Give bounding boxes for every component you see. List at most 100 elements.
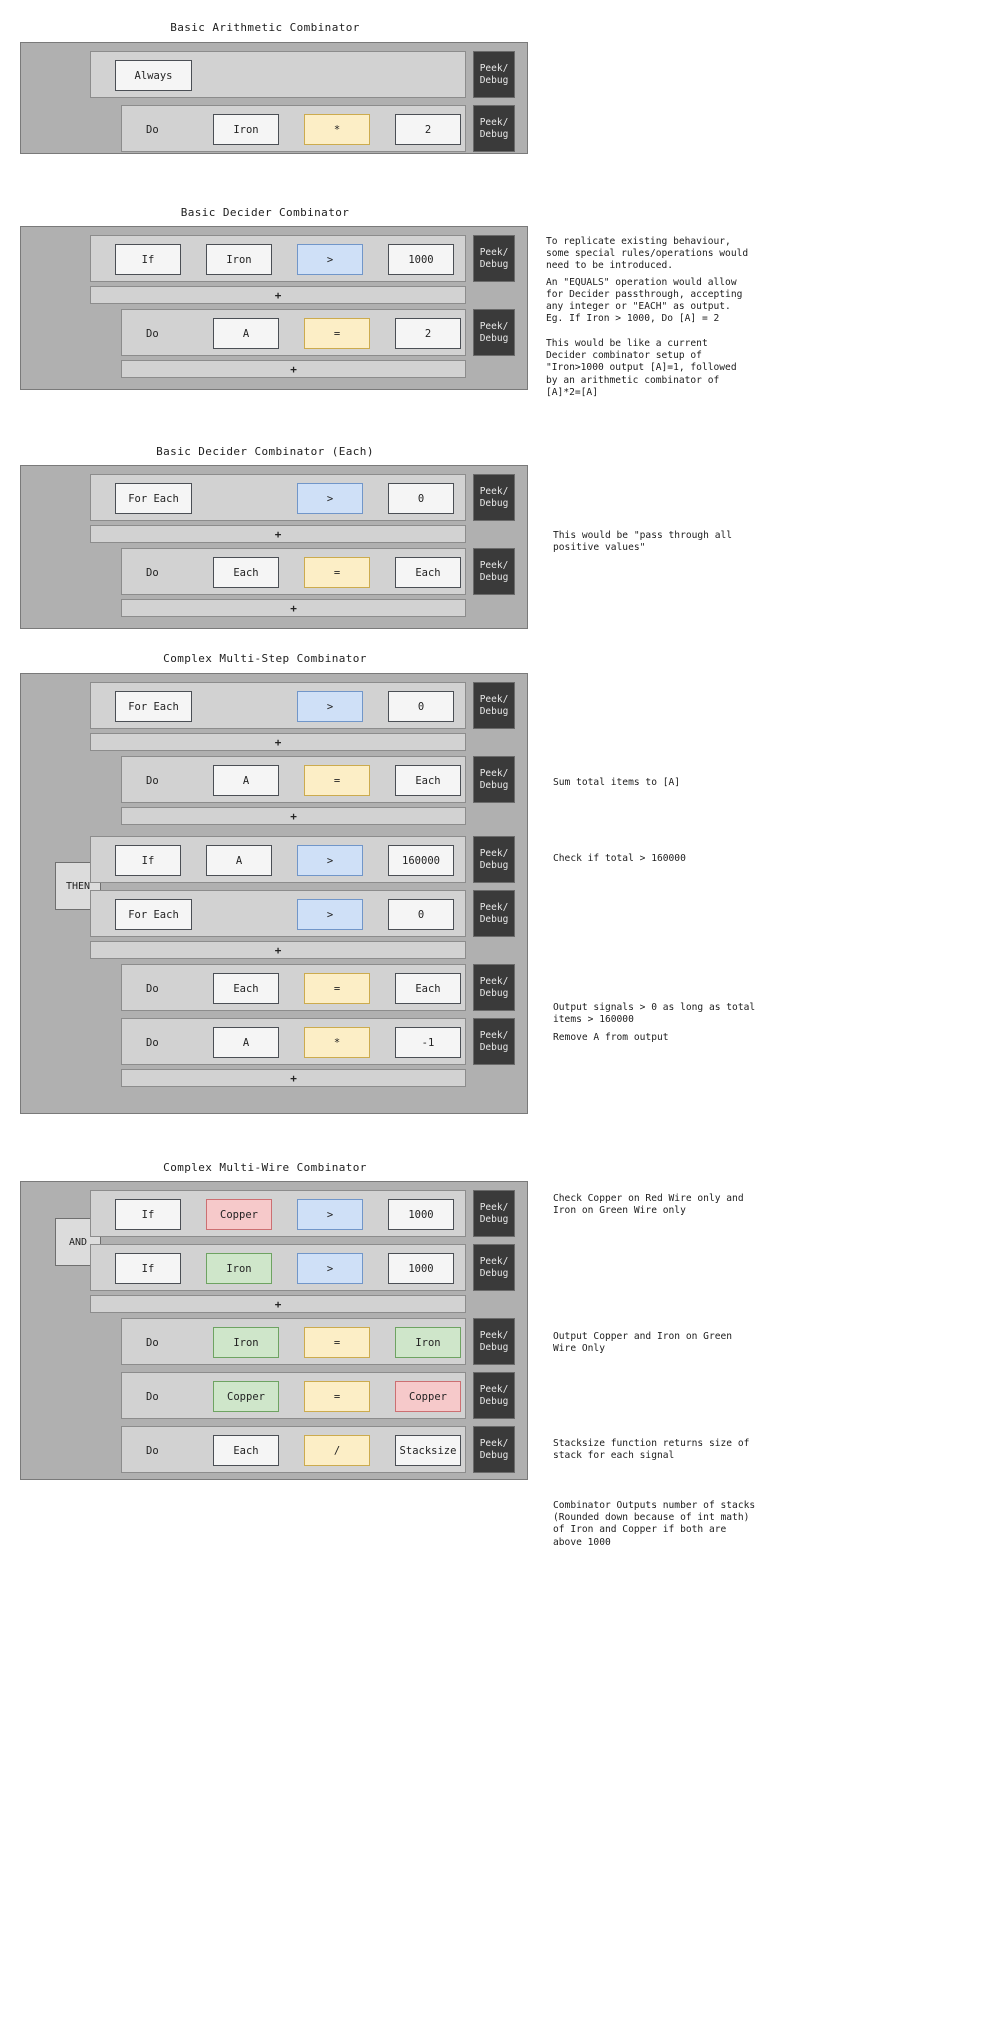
peek-debug-button[interactable]: Peek/ Debug <box>473 1318 515 1365</box>
chip-condition-right[interactable]: 160000 <box>388 845 454 876</box>
peek-debug-button[interactable]: Peek/ Debug <box>473 836 515 883</box>
peek-debug-button[interactable]: Peek/ Debug <box>473 474 515 521</box>
peek-debug-button[interactable]: Peek/ Debug <box>473 105 515 152</box>
peek-debug-button[interactable]: Peek/ Debug <box>473 548 515 595</box>
action-row[interactable]: Do Each / Stacksize <box>121 1426 466 1473</box>
add-action-button[interactable]: + <box>121 807 466 825</box>
chip-condition-keyword[interactable]: For Each <box>115 483 192 514</box>
chip-condition-right[interactable]: 1000 <box>388 1199 454 1230</box>
add-condition-button[interactable]: + <box>90 1295 466 1313</box>
chip-action-operator[interactable]: = <box>304 1327 370 1358</box>
chip-action-right[interactable]: 2 <box>395 114 461 145</box>
chip-action-operator[interactable]: = <box>304 318 370 349</box>
chip-condition-keyword[interactable]: For Each <box>115 691 192 722</box>
chip-action-operator[interactable]: = <box>304 1381 370 1412</box>
peek-debug-button[interactable]: Peek/ Debug <box>473 756 515 803</box>
condition-row[interactable]: For Each > 0 <box>90 682 466 729</box>
note-current-setup: This would be like a current Decider com… <box>546 338 737 398</box>
peek-debug-button[interactable]: Peek/ Debug <box>473 890 515 937</box>
chip-condition-keyword[interactable]: If <box>115 1253 181 1284</box>
chip-condition-right[interactable]: 0 <box>388 691 454 722</box>
chip-condition-operator[interactable]: > <box>297 1199 363 1230</box>
chip-action-operator[interactable]: / <box>304 1435 370 1466</box>
action-row[interactable]: Do Each = Each <box>121 964 466 1011</box>
peek-debug-button[interactable]: Peek/ Debug <box>473 1426 515 1473</box>
chip-condition-left[interactable]: Iron <box>206 244 272 275</box>
add-condition-button[interactable]: + <box>90 286 466 304</box>
chip-condition-keyword[interactable]: If <box>115 845 181 876</box>
chip-action-left[interactable]: Each <box>213 973 279 1004</box>
chip-condition-right[interactable]: 0 <box>388 483 454 514</box>
peek-debug-button[interactable]: Peek/ Debug <box>473 235 515 282</box>
peek-debug-button[interactable]: Peek/ Debug <box>473 1018 515 1065</box>
action-row[interactable]: Do Iron * 2 <box>121 105 466 152</box>
chip-action-operator[interactable]: * <box>304 114 370 145</box>
chip-condition-right[interactable]: 0 <box>388 899 454 930</box>
chip-condition-right[interactable]: 1000 <box>388 244 454 275</box>
condition-row[interactable]: For Each > 0 <box>90 890 466 937</box>
chip-action-left[interactable]: A <box>213 1027 279 1058</box>
chip-action-left[interactable]: A <box>213 318 279 349</box>
chip-action-operator[interactable]: * <box>304 1027 370 1058</box>
add-condition-button[interactable]: + <box>90 733 466 751</box>
chip-condition-operator[interactable]: > <box>297 1253 363 1284</box>
chip-action-left[interactable]: Copper <box>213 1381 279 1412</box>
chip-condition-keyword[interactable]: If <box>115 244 181 275</box>
peek-debug-button[interactable]: Peek/ Debug <box>473 1372 515 1419</box>
chip-action-right[interactable]: 2 <box>395 318 461 349</box>
chip-condition-operand[interactable]: Always <box>115 60 192 91</box>
chip-condition-left[interactable]: Copper <box>206 1199 272 1230</box>
chip-action-left[interactable]: Each <box>213 557 279 588</box>
chip-action-left[interactable]: A <box>213 765 279 796</box>
add-action-button[interactable]: + <box>121 599 466 617</box>
peek-debug-button[interactable]: Peek/ Debug <box>473 682 515 729</box>
condition-row[interactable]: If Iron > 1000 <box>90 235 466 282</box>
action-row[interactable]: Do A = Each <box>121 756 466 803</box>
chip-condition-right[interactable]: 1000 <box>388 1253 454 1284</box>
chip-condition-operator[interactable]: > <box>297 691 363 722</box>
note-output-signals: Output signals > 0 as long as total item… <box>553 1002 756 1026</box>
chip-condition-operator[interactable]: > <box>297 899 363 930</box>
action-row[interactable]: Do Iron = Iron <box>121 1318 466 1365</box>
note-check-wires: Check Copper on Red Wire only and Iron o… <box>553 1193 744 1217</box>
chip-action-right[interactable]: Each <box>395 765 461 796</box>
peek-debug-button[interactable]: Peek/ Debug <box>473 1244 515 1291</box>
chip-action-left[interactable]: Iron <box>213 114 279 145</box>
chip-action-operator[interactable]: = <box>304 557 370 588</box>
peek-debug-button[interactable]: Peek/ Debug <box>473 1190 515 1237</box>
chip-condition-operator[interactable]: > <box>297 483 363 514</box>
action-row[interactable]: Do Each = Each <box>121 548 466 595</box>
chip-action-right[interactable]: -1 <box>395 1027 461 1058</box>
peek-debug-button[interactable]: Peek/ Debug <box>473 309 515 356</box>
chip-action-left[interactable]: Each <box>213 1435 279 1466</box>
add-action-button[interactable]: + <box>121 360 466 378</box>
chip-condition-left[interactable]: Iron <box>206 1253 272 1284</box>
condition-row[interactable]: If Copper > 1000 <box>90 1190 466 1237</box>
chip-action-right[interactable]: Iron <box>395 1327 461 1358</box>
peek-debug-button[interactable]: Peek/ Debug <box>473 51 515 98</box>
chip-action-right[interactable]: Each <box>395 973 461 1004</box>
chip-condition-operator[interactable]: > <box>297 244 363 275</box>
add-condition-button[interactable]: + <box>90 525 466 543</box>
section-title-decider-each: Basic Decider Combinator (Each) <box>156 445 374 458</box>
chip-action-right[interactable]: Copper <box>395 1381 461 1412</box>
add-condition-button[interactable]: + <box>90 941 466 959</box>
action-row[interactable]: Do A = 2 <box>121 309 466 356</box>
chip-action-left[interactable]: Iron <box>213 1327 279 1358</box>
action-row[interactable]: Do A * -1 <box>121 1018 466 1065</box>
chip-action-right[interactable]: Stacksize <box>395 1435 461 1466</box>
chip-condition-left[interactable]: A <box>206 845 272 876</box>
action-row[interactable]: Do Copper = Copper <box>121 1372 466 1419</box>
chip-condition-keyword[interactable]: For Each <box>115 899 192 930</box>
peek-debug-button[interactable]: Peek/ Debug <box>473 964 515 1011</box>
chip-action-operator[interactable]: = <box>304 765 370 796</box>
chip-condition-keyword[interactable]: If <box>115 1199 181 1230</box>
chip-condition-operator[interactable]: > <box>297 845 363 876</box>
chip-action-operator[interactable]: = <box>304 973 370 1004</box>
condition-row[interactable]: If Iron > 1000 <box>90 1244 466 1291</box>
condition-row[interactable]: If A > 160000 <box>90 836 466 883</box>
chip-action-right[interactable]: Each <box>395 557 461 588</box>
condition-row[interactable]: Always <box>90 51 466 98</box>
add-action-button[interactable]: + <box>121 1069 466 1087</box>
condition-row[interactable]: For Each > 0 <box>90 474 466 521</box>
